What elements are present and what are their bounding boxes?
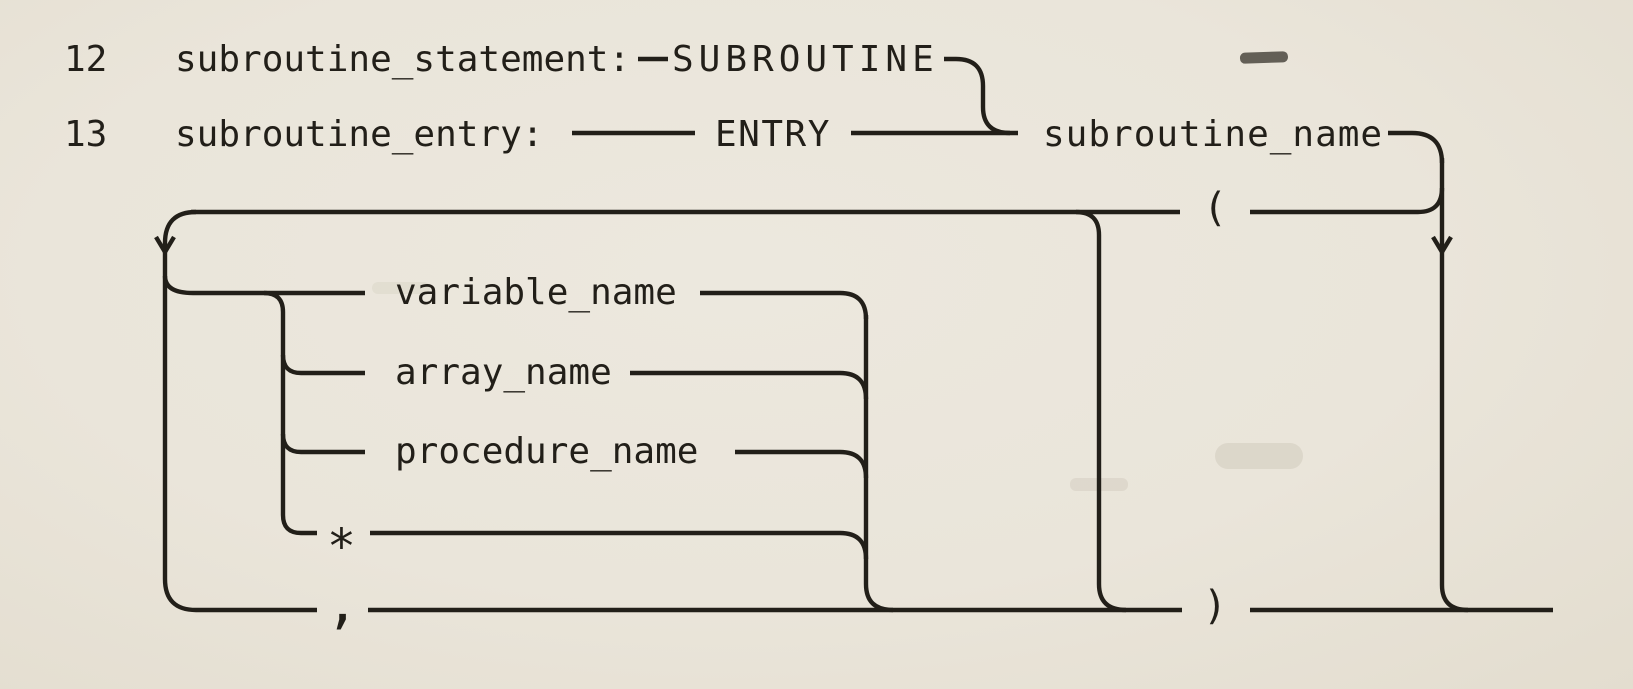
- procedure-name-label: procedure_name: [395, 431, 698, 472]
- comma-label: ,: [326, 572, 359, 635]
- empty-list-vertical-line: [1075, 209, 1127, 613]
- paren-row-line-right: [1250, 187, 1445, 215]
- merge-vertical-line: [863, 315, 894, 613]
- subroutine-name-label: subroutine_name: [1043, 114, 1383, 155]
- procedure-branch-line: [280, 433, 365, 455]
- inner-branch-vertical: [263, 290, 317, 536]
- down-arrow-right: [1431, 235, 1453, 255]
- right-vertical-line: [1439, 158, 1469, 613]
- rule12-number: 12: [64, 39, 107, 80]
- rule13-number: 13: [64, 114, 107, 155]
- loop-entry-branch: [162, 275, 365, 296]
- star-row-line-right: [370, 530, 869, 560]
- variable-name-label: variable_name: [395, 272, 677, 313]
- rule12-keyword-subroutine: SUBROUTINE: [672, 39, 939, 80]
- array-row-line-right: [630, 370, 869, 400]
- ink-smudge: [1239, 51, 1288, 64]
- asterisk-label: *: [327, 519, 356, 575]
- rule12-branch-line: [944, 56, 1011, 136]
- down-arrow-left: [154, 235, 176, 255]
- array-branch-line: [280, 354, 365, 376]
- rule13-keyword-entry: ENTRY: [715, 114, 831, 155]
- scan-smudge: [1215, 443, 1303, 469]
- rule13-name: subroutine_entry:: [175, 114, 543, 155]
- open-paren: (: [1203, 185, 1227, 231]
- array-name-label: array_name: [395, 352, 612, 393]
- variable-row-line-right: [700, 290, 869, 320]
- subroutine-name-connector: [1388, 130, 1445, 164]
- outer-loop-line: [162, 209, 197, 613]
- scan-smudge: [372, 282, 430, 294]
- close-paren: ): [1203, 583, 1227, 629]
- procedure-row-line-right: [735, 449, 869, 479]
- rule12-name: subroutine_statement:: [175, 39, 630, 80]
